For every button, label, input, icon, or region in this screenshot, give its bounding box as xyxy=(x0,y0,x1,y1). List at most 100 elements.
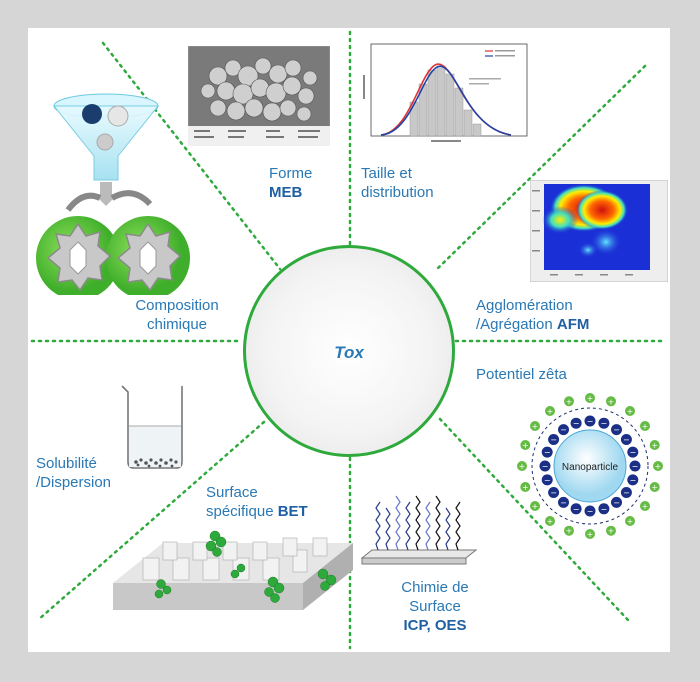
negative-ion-sign: − xyxy=(613,426,620,435)
label-surface-method: BET xyxy=(277,503,308,520)
negative-ion xyxy=(629,460,641,472)
surface-bet-illustration xyxy=(113,530,353,610)
label-agglo-method: AFM xyxy=(556,316,590,333)
positive-ion-sign: + xyxy=(651,483,658,492)
negative-ion xyxy=(620,487,632,498)
tox-title: Tox xyxy=(334,343,364,362)
negative-ion-sign: − xyxy=(550,436,557,445)
negative-ion xyxy=(627,474,639,486)
negative-ion-sign: − xyxy=(550,489,557,498)
afm-heatmap xyxy=(530,180,668,282)
positive-ion-sign: + xyxy=(522,441,529,450)
label-compo-line1: Composition xyxy=(135,297,219,314)
label-chimie-line1: Chimie de xyxy=(401,579,469,596)
positive-ion-sign: + xyxy=(547,517,554,526)
positive-ion xyxy=(640,421,650,431)
negative-ion-sign: − xyxy=(629,448,636,457)
positive-ion-sign: + xyxy=(651,441,658,450)
positive-ion xyxy=(564,396,574,407)
positive-ion-sign: + xyxy=(587,394,594,403)
positive-ion-sign: + xyxy=(608,397,615,406)
positive-ion xyxy=(585,393,595,403)
label-forme-method: MEB xyxy=(269,184,303,201)
positive-ion xyxy=(545,516,555,526)
label-composition: Composition chimique xyxy=(122,296,232,334)
negative-ion-sign: − xyxy=(542,462,549,471)
diagram-panel: ++++++++++++++++++++ −−−−−−−−−−−−−−−−−−−… xyxy=(28,28,670,652)
negative-ion xyxy=(611,424,622,436)
positive-ion-sign: + xyxy=(642,422,649,431)
negative-ion xyxy=(611,496,622,508)
positive-ion-sign: + xyxy=(532,422,539,431)
negative-ion-sign: − xyxy=(573,419,580,428)
nanoparticle-label: Nanoparticle xyxy=(562,462,619,473)
positive-ion-sign: + xyxy=(522,483,529,492)
radial-dividers xyxy=(30,30,668,650)
negative-ion xyxy=(627,446,639,458)
label-forme: Forme MEB xyxy=(269,164,312,202)
surface-chemistry-illustration xyxy=(360,495,478,565)
positive-ion-sign: + xyxy=(608,527,615,536)
label-chimie-method: ICP, OES xyxy=(403,617,467,634)
divider-top-left xyxy=(101,41,282,271)
label-compo-line2: chimique xyxy=(146,316,208,333)
negative-ion xyxy=(548,487,560,498)
label-surface-line2: spécifique xyxy=(206,503,274,520)
divider-bottom-left xyxy=(36,420,266,622)
negative-ion xyxy=(598,417,610,429)
negative-ion xyxy=(570,417,582,429)
positive-ion xyxy=(606,396,616,407)
label-solub-line1: Solubilité xyxy=(36,455,97,472)
positive-ion xyxy=(649,482,660,492)
label-solubilite: Solubilité /Dispersion xyxy=(36,454,111,492)
positive-ion xyxy=(520,440,531,450)
positive-ion-sign: + xyxy=(532,502,539,511)
positive-ion-sign: + xyxy=(587,530,594,539)
label-chimie: Chimie de Surface ICP, OES xyxy=(371,578,499,635)
label-agglo-line2: /Agrégation xyxy=(476,316,553,333)
negative-ion xyxy=(584,505,596,517)
negative-ion xyxy=(598,503,610,515)
size-distribution-chart xyxy=(363,43,528,142)
positive-ion xyxy=(640,501,650,511)
positive-ion xyxy=(564,525,574,536)
negative-ion xyxy=(539,460,551,472)
beaker-illustration xyxy=(121,385,183,469)
positive-ion-sign: + xyxy=(642,502,649,511)
negative-ion-sign: − xyxy=(587,417,594,426)
positive-ion-sign: + xyxy=(547,407,554,416)
negative-ion-sign: − xyxy=(560,426,567,435)
negative-ion-sign: − xyxy=(601,505,608,514)
negative-ion-sign: − xyxy=(560,498,567,507)
positive-ion xyxy=(585,529,595,539)
positive-ion-sign: + xyxy=(627,517,634,526)
negative-ion-sign: − xyxy=(587,507,594,516)
label-chimie-line2: Surface xyxy=(409,598,461,615)
positive-ion-sign: + xyxy=(566,397,573,406)
label-taille: Taille et distribution xyxy=(361,164,434,202)
negative-ion-sign: − xyxy=(613,498,620,507)
negative-ion-sign: − xyxy=(629,476,636,485)
positive-ion-sign: + xyxy=(655,462,662,471)
negative-ion-sign: − xyxy=(623,436,630,445)
negative-ion-sign: − xyxy=(632,462,639,471)
label-solub-line2: /Dispersion xyxy=(36,474,112,491)
positive-ion xyxy=(649,440,660,450)
positive-ion xyxy=(530,421,540,431)
positive-ion xyxy=(545,406,555,416)
label-agglo-line1: Agglomération xyxy=(476,297,573,314)
positive-ion xyxy=(625,406,635,416)
negative-ion xyxy=(620,434,632,445)
sem-image xyxy=(188,46,330,146)
label-taille-line2: distribution xyxy=(361,184,434,201)
positive-ion-sign: + xyxy=(627,407,634,416)
negative-ion xyxy=(541,474,553,486)
positive-ion xyxy=(517,461,527,471)
negative-ion xyxy=(548,434,560,445)
positive-ion xyxy=(520,482,531,492)
divider-top-right xyxy=(433,64,647,273)
positive-ion xyxy=(625,516,635,526)
negative-ion-sign: − xyxy=(544,476,551,485)
negative-ion-sign: − xyxy=(601,419,608,428)
label-surface: Surface spécifique BET xyxy=(206,483,308,521)
